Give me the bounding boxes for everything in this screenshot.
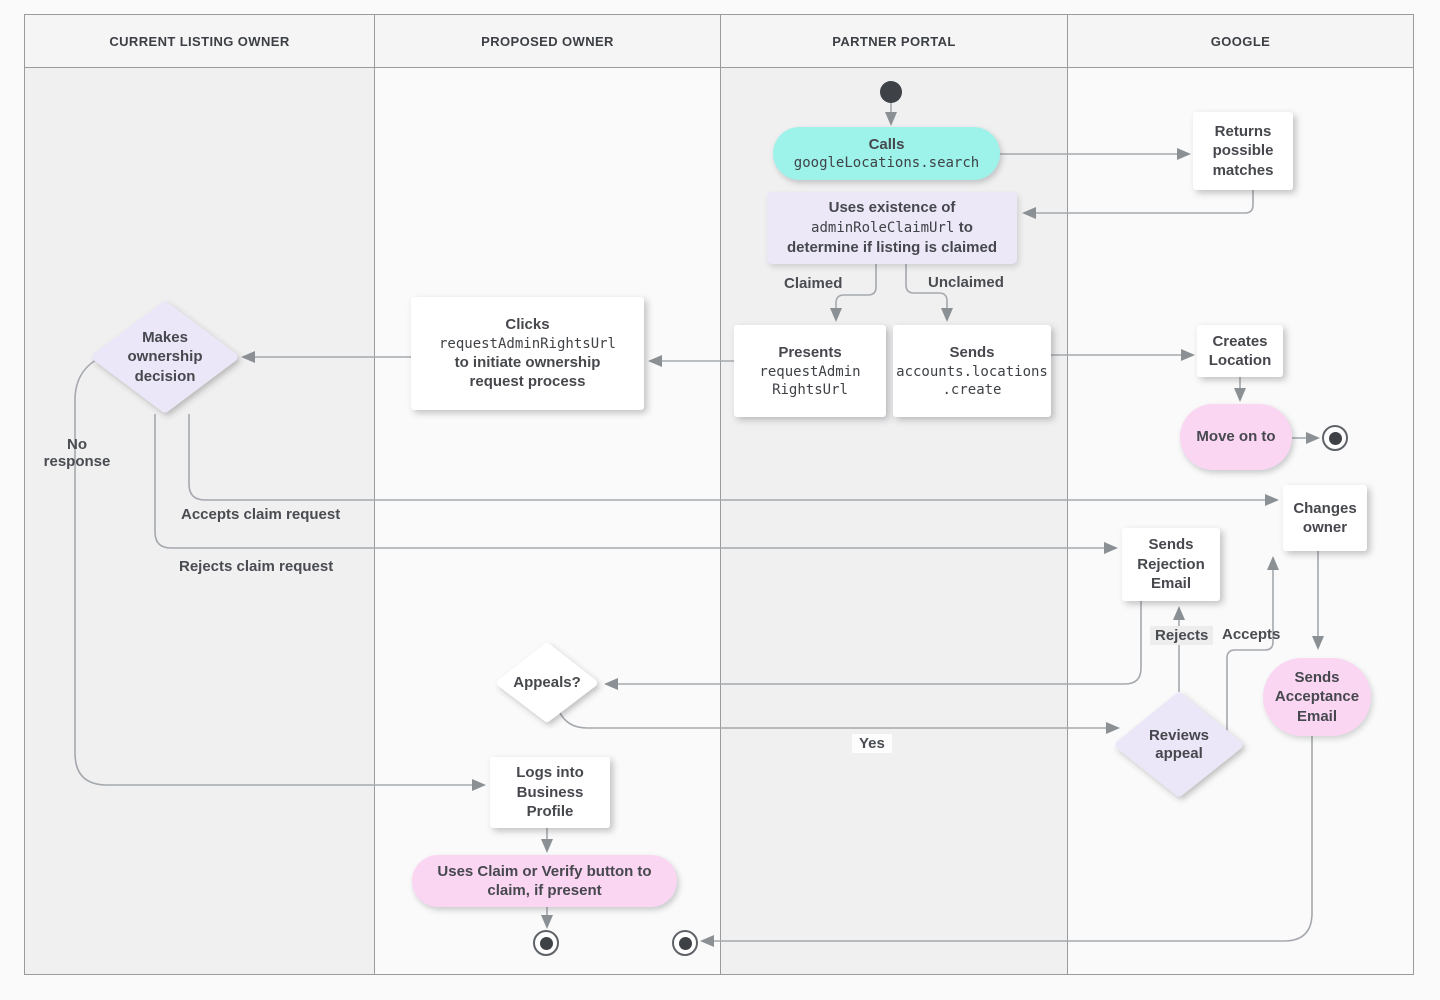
reviews-appeal-label: Reviews appeal	[1134, 712, 1224, 778]
sends-accounts-locations-create-node: Sends accounts.locations .create	[893, 325, 1051, 417]
edge-label-unclaimed: Unclaimed	[928, 274, 1004, 291]
reviews-appeal-text: Reviews appeal	[1148, 727, 1210, 762]
clicks-line3: request process	[469, 373, 586, 391]
sends-create-code-line1: accounts.locations	[896, 363, 1048, 380]
calls-title: Calls	[868, 135, 905, 153]
uses-claim-or-verify-label: Uses Claim or Verify button to claim, if…	[437, 862, 652, 900]
logs-into-business-profile-label: Logs into Business Profile	[516, 764, 584, 821]
calls-google-locations-search-node: Calls googleLocations.search	[773, 127, 1000, 180]
appeals-text: Appeals?	[513, 674, 581, 692]
decision-diamond-makes-ownership	[92, 301, 238, 413]
sends-create-code-line2: .create	[942, 381, 1002, 398]
edge-rejection-to-appeals	[616, 601, 1142, 685]
edge-label-accepts-claim-request: Accepts claim request	[181, 506, 341, 523]
uses-existence-line1: Uses existence of	[828, 199, 956, 217]
creates-location-label: Creates Location	[1208, 332, 1272, 370]
creates-location-node: Creates Location	[1197, 325, 1283, 377]
logs-into-business-profile-node: Logs into Business Profile	[490, 757, 610, 828]
uses-existence-after-code: to	[958, 218, 973, 236]
changes-owner-node: Changes owner	[1283, 485, 1367, 551]
edge-returns-to-uses	[1035, 190, 1254, 214]
end-node-move-on	[1322, 425, 1348, 451]
makes-ownership-decision-label: Makes ownership decision	[105, 312, 225, 402]
makes-ownership-decision-text: Makes ownership decision	[127, 328, 203, 385]
presents-code-line2: RightsUrl	[772, 381, 848, 398]
presents-request-admin-rights-url-node: Presents requestAdmin RightsUrl	[734, 325, 886, 417]
presents-code-line1: requestAdmin	[759, 363, 861, 380]
sends-acceptance-email-node: Sends Acceptance Email	[1263, 658, 1371, 736]
arrowheads	[241, 112, 1324, 947]
edge-no-response	[74, 359, 474, 786]
changes-owner-label: Changes owner	[1293, 499, 1357, 537]
edge-label-claimed: Claimed	[784, 275, 843, 292]
edge-label-no-response: No response	[43, 436, 111, 470]
returns-possible-matches-node: Returns possible matches	[1193, 112, 1293, 190]
start-node	[880, 81, 902, 103]
edge-claimed	[835, 264, 877, 310]
uses-claim-or-verify-node: Uses Claim or Verify button to claim, if…	[412, 855, 677, 907]
lane-header-proposed-owner: PROPOSED OWNER	[374, 15, 720, 68]
uses-existence-code: adminRoleClaimUrl	[811, 219, 955, 236]
end-node-claim	[533, 930, 559, 956]
clicks-request-admin-rights-url-node: Clicks requestAdminRightsUrl to initiate…	[411, 297, 644, 410]
lane-header-google: GOOGLE	[1067, 15, 1413, 68]
uses-existence-node: Uses existence of adminRoleClaimUrl to d…	[767, 192, 1017, 264]
sends-acceptance-email-label: Sends Acceptance Email	[1274, 668, 1360, 725]
edge-reviews-accepts	[1226, 568, 1274, 731]
clicks-code: requestAdminRightsUrl	[438, 335, 616, 352]
edge-label-accepts: Accepts	[1222, 626, 1281, 643]
edge-unclaimed	[905, 264, 948, 310]
edge-label-yes: Yes	[852, 734, 892, 753]
edge-label-rejects-claim-request: Rejects claim request	[179, 558, 334, 575]
edge-rejects-claim	[154, 414, 1106, 549]
edge-accepts-claim	[188, 414, 1267, 501]
decision-diamond-reviews-appeal	[1115, 692, 1243, 797]
sends-rejection-email-label: Sends Rejection Email	[1137, 536, 1205, 593]
uses-existence-line3: determine if listing is claimed	[786, 239, 998, 257]
clicks-line2: to initiate ownership	[454, 353, 601, 371]
sends-rejection-email-node: Sends Rejection Email	[1122, 528, 1220, 601]
edge-appeals-yes	[558, 710, 1108, 729]
edge-acceptance-to-end	[712, 735, 1313, 942]
clicks-title: Clicks	[505, 316, 550, 334]
returns-possible-matches-label: Returns possible matches	[1212, 122, 1274, 179]
appeals-label: Appeals?	[505, 668, 589, 698]
sends-create-title: Sends	[949, 344, 995, 362]
end-node-acceptance	[672, 930, 698, 956]
lane-current-listing-owner	[25, 15, 374, 974]
lane-header-partner-portal: PARTNER PORTAL	[720, 15, 1067, 68]
edge-label-rejects: Rejects	[1150, 626, 1214, 645]
lane-header-current-listing-owner: CURRENT LISTING OWNER	[25, 15, 374, 68]
decision-diamond-appeals	[497, 643, 597, 722]
move-on-to-label: Move on to	[1196, 428, 1276, 446]
calls-code: googleLocations.search	[793, 155, 980, 172]
move-on-to-node: Move on to	[1180, 404, 1292, 470]
presents-title: Presents	[778, 344, 842, 362]
